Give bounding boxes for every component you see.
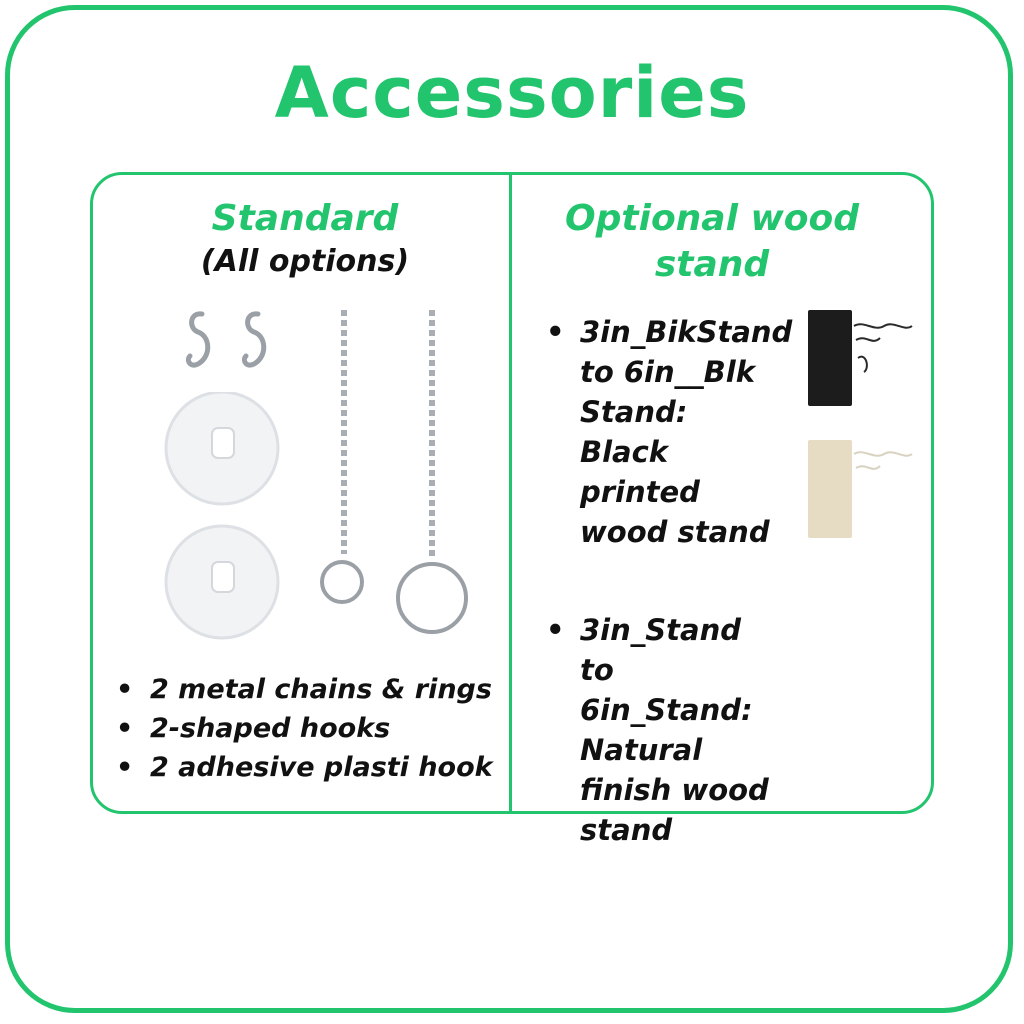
natural-stand-image — [808, 440, 852, 538]
list-item: 2 adhesive plasti hook — [114, 748, 493, 787]
content-panel — [90, 172, 934, 814]
optional-heading-line2: stand — [654, 244, 770, 285]
optional-heading: Optional wood stand — [512, 196, 912, 288]
standard-heading: Standard — [211, 198, 399, 239]
chain-ring-icon — [320, 310, 468, 634]
black-stand-ornament-icon — [853, 323, 913, 373]
s-hook-icon — [185, 311, 267, 368]
natural-stand-ornament-icon — [853, 451, 913, 470]
black-stand-image — [808, 310, 852, 406]
list-item: 2-shaped hooks — [114, 709, 493, 748]
standard-item-list: 2 metal chains & rings 2-shaped hooks 2 … — [114, 670, 493, 787]
adhesive-hook-icon — [164, 392, 280, 640]
optional-item-list: 3in_BikStand to 6in__Blk Stand: Black pr… — [544, 312, 792, 850]
list-item: 3in_Stand to 6in_Stand: Natural finish w… — [544, 610, 784, 850]
list-item: 2 metal chains & rings — [114, 670, 493, 709]
column-divider — [509, 173, 512, 813]
list-item: 3in_BikStand to 6in__Blk Stand: Black pr… — [544, 312, 792, 552]
standard-subheading: (All options) — [200, 244, 410, 279]
optional-heading-line1: Optional wood — [565, 198, 859, 239]
outer-frame — [5, 5, 1013, 1013]
page-title: Accessories — [274, 52, 750, 134]
